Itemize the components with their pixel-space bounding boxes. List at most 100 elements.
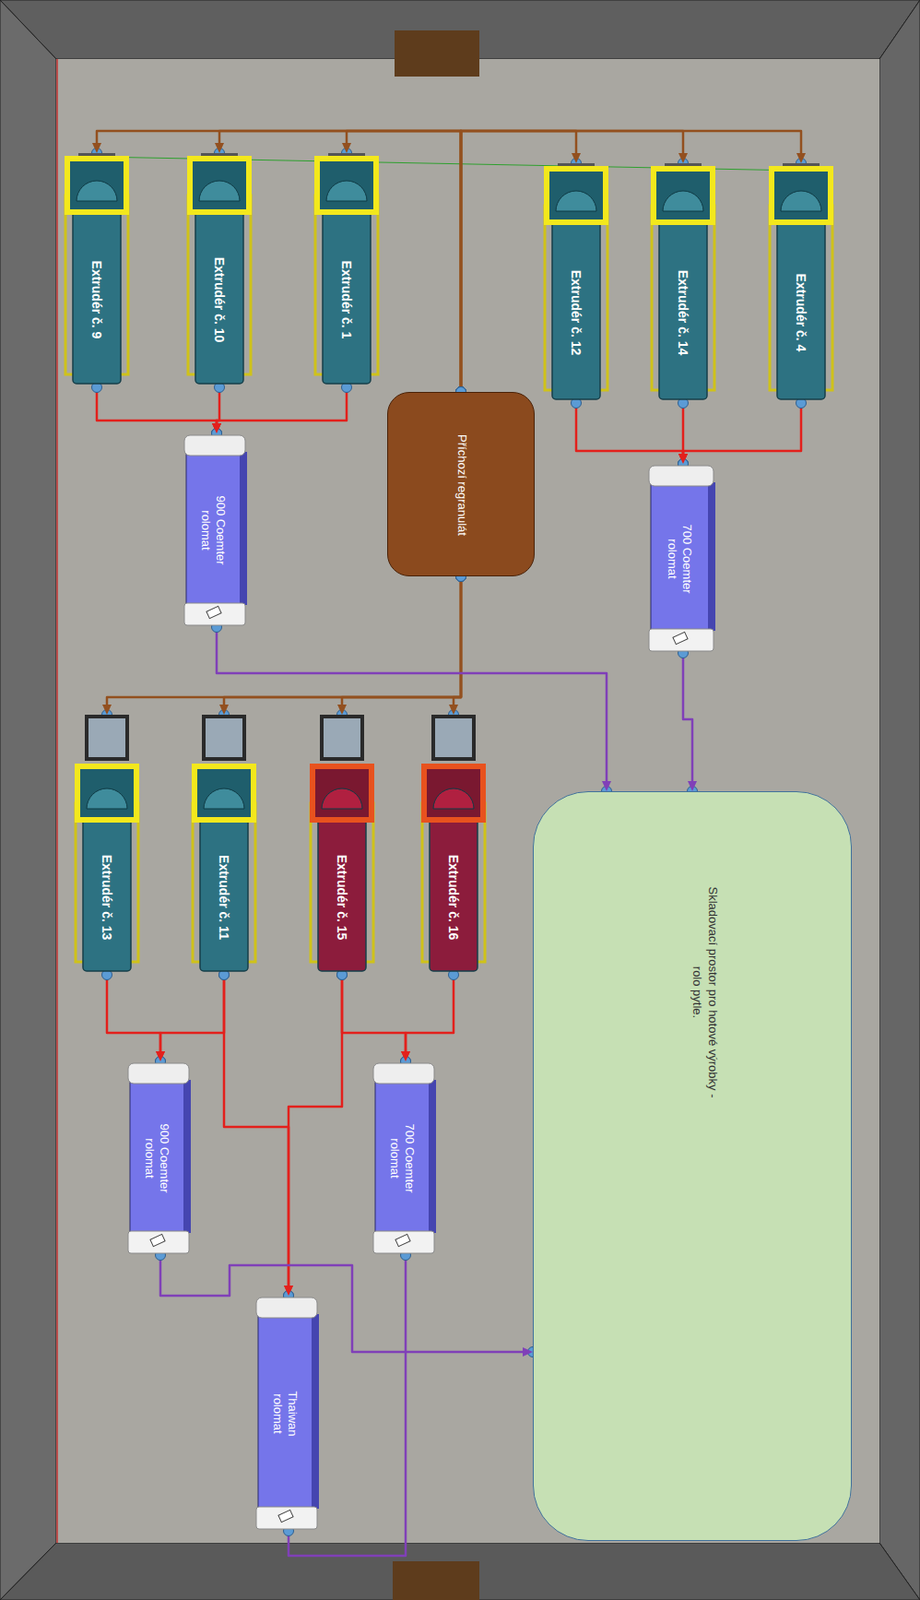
rolomat-machine: 700 Coemter rolomat xyxy=(372,1061,439,1255)
drawing-part xyxy=(555,190,597,212)
drawing-part xyxy=(189,158,249,213)
extruder: Extrudér č. 4 xyxy=(762,163,840,403)
drawing-part xyxy=(311,1313,319,1509)
arrow-head xyxy=(342,142,352,154)
door xyxy=(392,1560,480,1600)
extruder: Extrudér č. 10 xyxy=(180,153,259,388)
drawing-part xyxy=(373,1062,435,1084)
drawing-part xyxy=(86,716,128,759)
flow-connector xyxy=(678,398,807,470)
material-source: Příchozí regranulát xyxy=(387,391,535,577)
drawing-part xyxy=(428,1079,437,1233)
connector-line xyxy=(224,576,461,715)
drawing-part xyxy=(707,482,716,631)
arrow-head xyxy=(401,1050,411,1062)
floor xyxy=(56,58,880,1543)
flow-connector xyxy=(212,382,225,439)
drawing-part xyxy=(650,478,709,635)
arrow-head xyxy=(92,142,102,154)
extruder: Extrudér č. 13 xyxy=(68,714,146,975)
arrow-head xyxy=(687,780,697,791)
drawing-part xyxy=(150,1233,166,1246)
extruder: Extrudér č. 11 xyxy=(185,714,263,975)
drawing-part xyxy=(128,1062,189,1084)
drawing-part xyxy=(86,788,128,809)
machine-label: Extrudér č. 15 xyxy=(334,854,350,941)
machine-label: Extrudér č. 12 xyxy=(568,270,584,356)
arrow-head xyxy=(155,1050,166,1062)
drawing-part xyxy=(648,628,714,651)
arrow-head xyxy=(212,423,222,434)
drawing-part xyxy=(433,716,474,759)
connector-line xyxy=(342,576,461,715)
drawing-part xyxy=(67,158,127,213)
arrow-head xyxy=(448,704,459,715)
drawing-part xyxy=(184,435,246,456)
drawing-part xyxy=(780,190,822,212)
flow-connector xyxy=(337,969,412,1067)
drawing-part xyxy=(322,186,371,384)
drawing-part xyxy=(771,168,831,223)
drawing-part xyxy=(128,1230,189,1253)
drawing-part xyxy=(552,196,601,400)
machine-label: Příchozí regranulát xyxy=(454,434,470,536)
extruder: Extrudér č. 15 xyxy=(303,714,381,975)
drawing-part xyxy=(312,766,372,820)
flow-connector xyxy=(283,969,348,1301)
drawing-part xyxy=(76,180,118,201)
machine-label: Extrudér č. 14 xyxy=(675,270,691,356)
drawing-part xyxy=(395,1233,411,1246)
connector-line xyxy=(216,626,607,791)
drawing-part xyxy=(321,716,363,759)
drawing-part xyxy=(203,716,245,759)
wall xyxy=(0,1542,920,1600)
extruder: Extrudér č. 12 xyxy=(537,163,615,403)
wall xyxy=(0,0,57,1600)
extruder: Extrudér č. 16 xyxy=(414,714,493,975)
flow-connector xyxy=(678,398,689,470)
drawing-part xyxy=(72,186,121,384)
arrow-head xyxy=(601,780,612,791)
connector-line xyxy=(288,974,343,1296)
drawing-part xyxy=(662,190,704,212)
connector-line xyxy=(160,1254,533,1352)
flow-connector xyxy=(337,571,467,720)
drawing-part xyxy=(777,196,826,400)
drawing-part xyxy=(183,1079,191,1233)
drawing-part xyxy=(258,1309,313,1512)
connector-line xyxy=(460,130,802,392)
flow-connector xyxy=(571,398,689,470)
flow-connector xyxy=(92,382,223,439)
arrow-head xyxy=(678,153,688,164)
drawing-part xyxy=(199,180,240,201)
drawing-part xyxy=(184,602,246,626)
flow-connector xyxy=(678,648,698,797)
drawing-part xyxy=(256,1506,318,1529)
drawing-part xyxy=(648,465,714,486)
flow-connector xyxy=(212,622,613,797)
flow-connector xyxy=(212,382,353,439)
machine-label: Extrudér č. 16 xyxy=(446,854,461,941)
drawing-part xyxy=(424,766,484,820)
connector-line xyxy=(683,652,693,791)
drawing-part xyxy=(77,766,137,820)
machine-label: Extrudér č. 10 xyxy=(212,257,227,343)
machine-label: Extrudér č. 1 xyxy=(339,260,354,340)
drawing-part xyxy=(653,168,713,223)
drawing-part xyxy=(278,1509,294,1522)
storage-area: Skladovací prostor pro hotové výrobky - … xyxy=(532,790,852,1541)
machine-label: Extrudér č. 9 xyxy=(89,260,105,340)
flow-connector xyxy=(92,130,467,398)
drawing-part xyxy=(672,631,688,644)
drawing-part xyxy=(321,788,363,809)
drawing-part xyxy=(546,168,606,223)
drawing-part xyxy=(375,1075,430,1237)
extruder: Extrudér č. 1 xyxy=(307,153,386,388)
arrow-head xyxy=(796,153,806,164)
drawing-part xyxy=(433,788,474,809)
drawing-part xyxy=(203,788,245,809)
drawing-part xyxy=(256,1297,318,1318)
arrow-head xyxy=(522,1346,533,1357)
